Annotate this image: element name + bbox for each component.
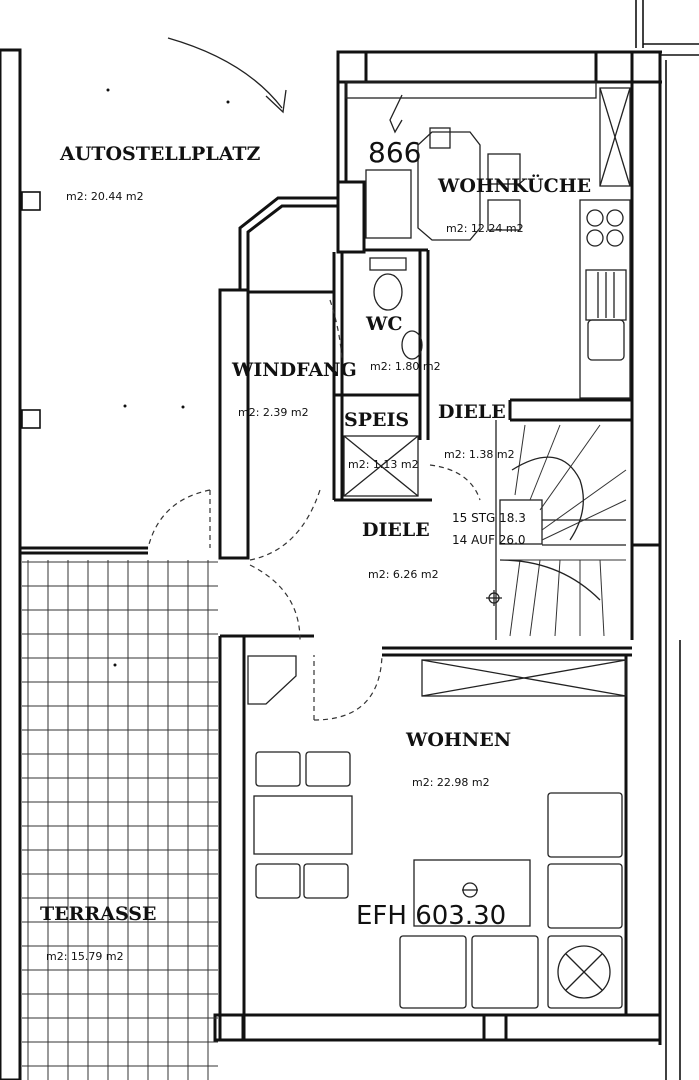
room-area-autostellplatz: m2: 20.44 m2 <box>66 190 144 203</box>
top-mark: 866 <box>368 136 421 169</box>
carport-outline <box>0 48 148 1080</box>
staircase <box>486 420 627 640</box>
scatter-dots <box>106 88 230 667</box>
stair-line-2: 14 AUF 26.0 <box>452 533 526 547</box>
room-name-terrasse: TERRASSE <box>40 903 156 925</box>
wc-fixtures <box>369 257 423 360</box>
room-area-speis: m2: 1.13 m2 <box>348 458 419 471</box>
room-area-wohnkueche: m2: 12.24 m2 <box>446 222 524 235</box>
room-area-terrasse: m2: 15.79 m2 <box>46 950 124 963</box>
room-name-speis: SPEIS <box>344 409 409 431</box>
room-name-diele: DIELE <box>362 519 430 541</box>
entry-arrow-head <box>265 89 287 114</box>
room-name-autostellplatz: AUTOSTELLPLATZ <box>59 143 261 165</box>
building-walls <box>213 50 662 1045</box>
floor-level: EFH 603.30 <box>356 901 506 931</box>
speis-shelving <box>343 435 419 497</box>
room-area-wc: m2: 1.80 m2 <box>370 360 441 373</box>
room-name-wohnkueche: WOHNKÜCHE <box>437 174 591 197</box>
room-name-windfang: WINDFANG <box>231 359 357 381</box>
room-name-diele-upper: DIELE <box>438 401 506 423</box>
room-name-wohnen: WOHNEN <box>405 729 511 751</box>
room-name-wc: WC <box>365 313 402 335</box>
living-furniture <box>247 655 627 1009</box>
neighbor-outline <box>635 0 699 1080</box>
kitchen-furniture <box>345 81 631 399</box>
room-area-wohnen: m2: 22.98 m2 <box>412 776 490 789</box>
room-area-diele-upper: m2: 1.38 m2 <box>444 448 515 461</box>
room-area-windfang: m2: 2.39 m2 <box>238 406 309 419</box>
terrace-tiles <box>22 560 218 1080</box>
entry-arrow <box>167 37 283 109</box>
stair-line-1: 15 STG 18.3 <box>452 511 526 525</box>
room-area-diele: m2: 6.26 m2 <box>368 568 439 581</box>
door-swings <box>147 299 481 721</box>
